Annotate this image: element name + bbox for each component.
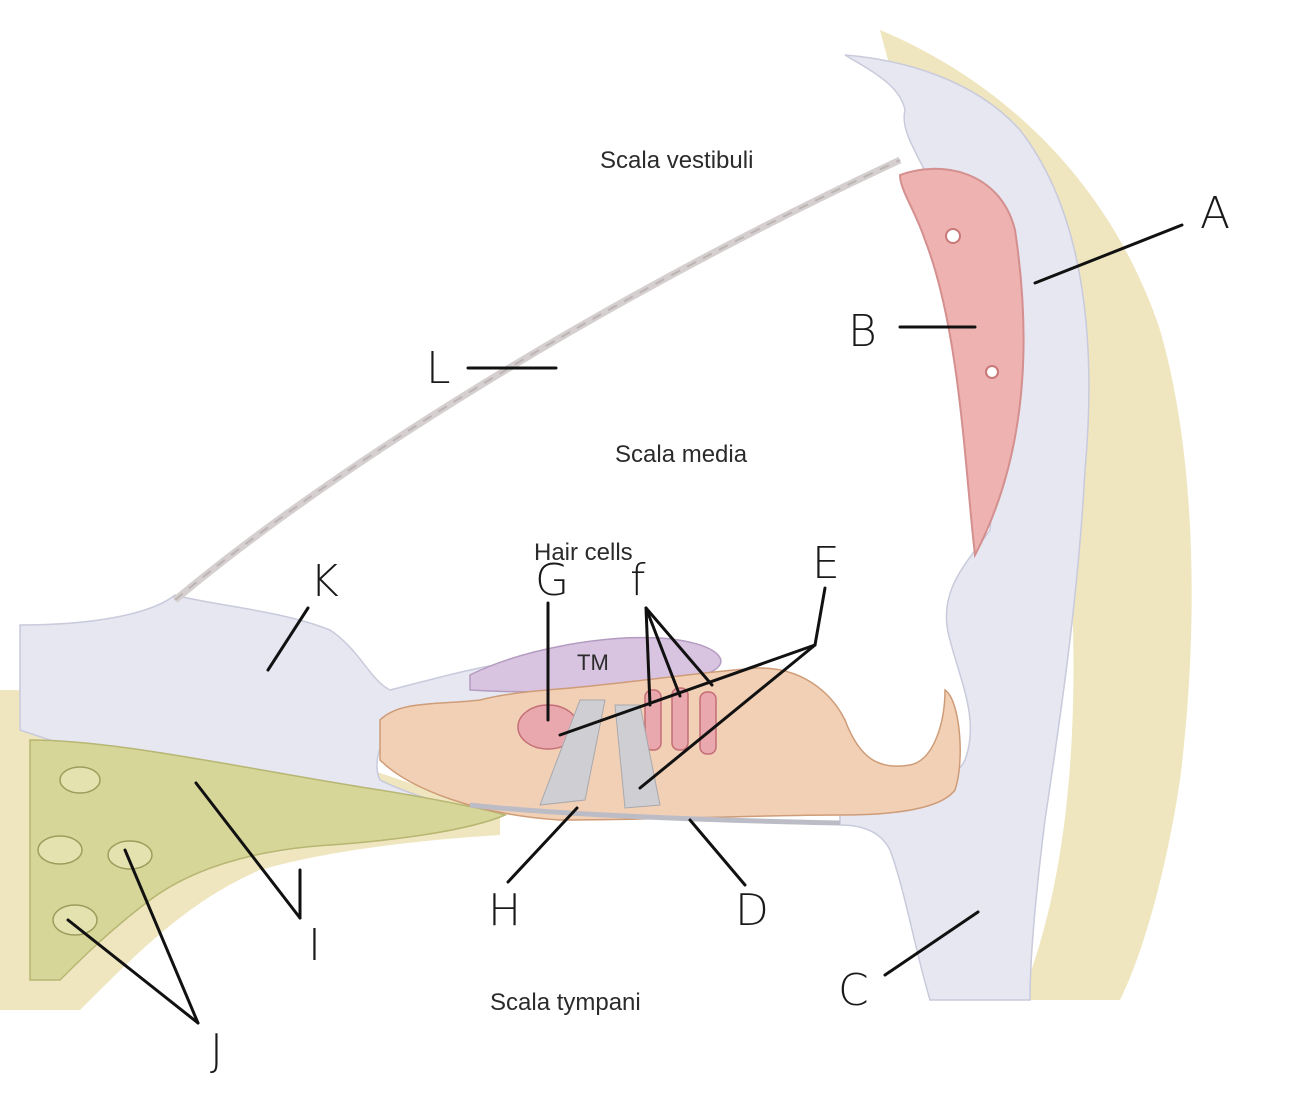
outer-hair-cells [644,687,717,755]
bony-wall [880,30,1192,1000]
spiral-ganglion-cells [37,766,153,936]
leader-h [506,806,579,884]
leader-a [1033,223,1184,285]
leader-f-2 [644,606,682,698]
stria-vascularis [898,167,1025,559]
letter-j: J [210,1025,223,1076]
letter-b: B [848,306,877,357]
stria-capillary [985,365,999,379]
leader-f-1 [644,606,652,707]
leader-e-2 [558,643,817,737]
leader-k [266,606,310,672]
letter-e: E [812,538,840,589]
leader-lines [66,223,1184,1025]
leader-i-1 [194,781,302,920]
leader-j-1 [66,918,200,1025]
leader-f-3 [644,606,714,687]
leader-c [883,910,980,977]
letter-c: C [838,965,869,1016]
leader-e-1 [813,586,827,647]
leader-j-2 [123,848,200,1025]
reissners-membrane [172,156,902,603]
leader-e-3 [638,643,817,790]
letter-g: G [535,555,569,606]
letter-f: f [630,555,646,606]
letter-a: A [1200,188,1230,239]
label-scala-tympani: Scala tympani [490,989,641,1016]
label-scala-vestibuli: Scala vestibuli [600,147,753,174]
leader-d [688,818,747,887]
label-tectorial-membrane: TM [577,650,609,675]
label-scala-media: Scala media [615,441,748,468]
letter-l: L [426,343,451,394]
basilar-membrane [469,802,841,826]
letter-k: K [310,556,339,607]
label-hair-cells: Hair cells [534,539,633,566]
letter-d: D [735,885,769,936]
letter-h: H [488,885,521,936]
stria-capillary [945,228,961,244]
letter-i: I [308,920,321,971]
